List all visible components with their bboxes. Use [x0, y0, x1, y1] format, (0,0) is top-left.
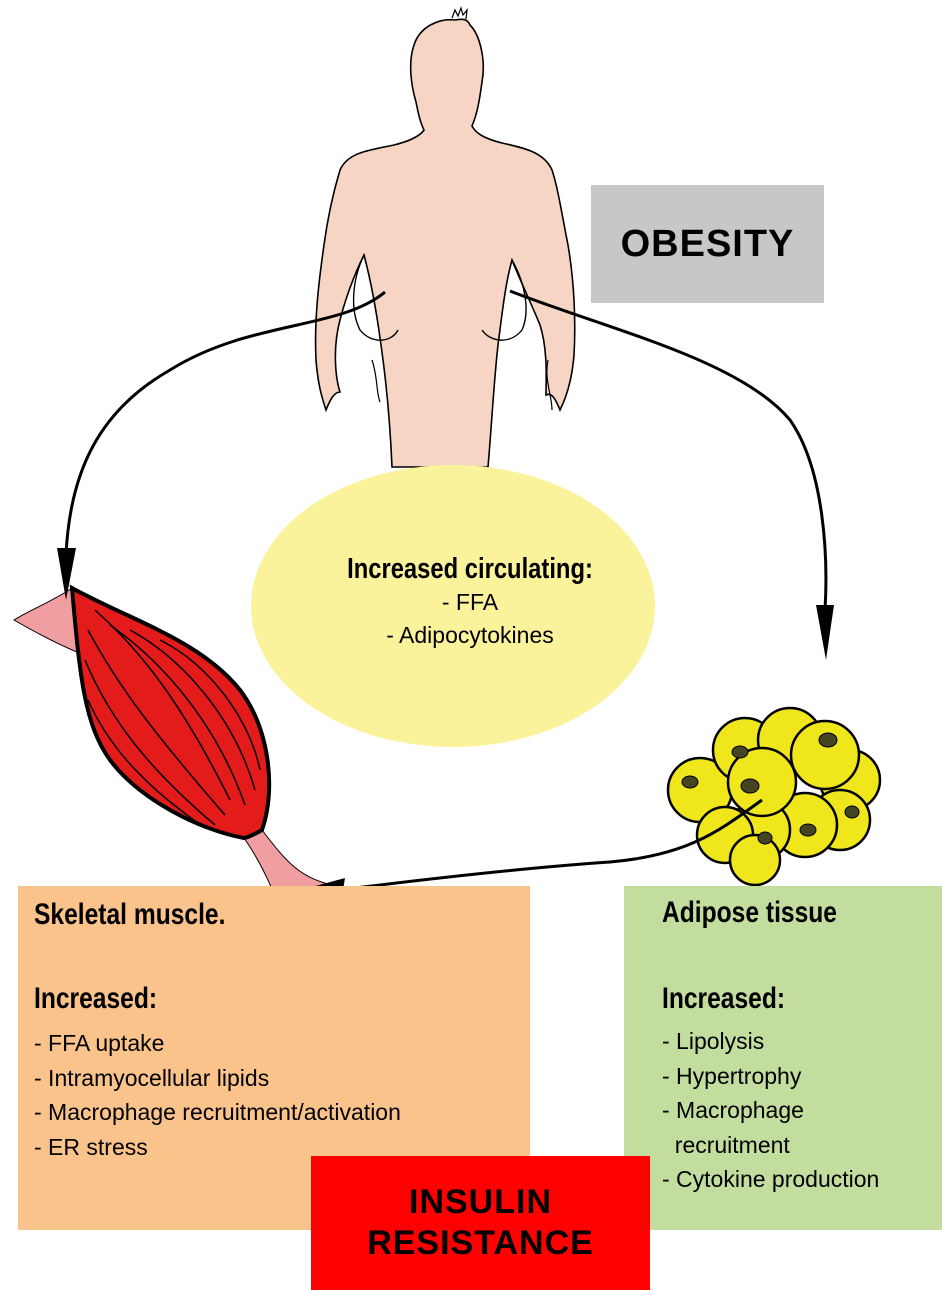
human-figure-icon: [316, 8, 575, 467]
circulating-item: - FFA: [270, 586, 670, 619]
list-item: - Macrophage recruitment/activation: [34, 1095, 401, 1130]
obesity-label-box: OBESITY: [591, 185, 824, 303]
circulating-text: Increased circulating: - FFA - Adipocyto…: [270, 553, 670, 652]
adipose-tissue-title: Adipose tissue: [662, 896, 837, 930]
adipose-cells-icon: [668, 708, 880, 885]
adipose-tissue-subtitle: Increased:: [662, 982, 785, 1016]
insulin-resistance-box: INSULIN RESISTANCE: [311, 1156, 650, 1290]
insulin-resistance-line2: RESISTANCE: [367, 1223, 594, 1264]
skeletal-muscle-list: - FFA uptake - Intramyocellular lipids -…: [34, 1026, 401, 1164]
skeletal-muscle-subtitle: Increased:: [34, 982, 157, 1016]
list-item: - Intramyocellular lipids: [34, 1061, 401, 1096]
list-item: - Hypertrophy: [662, 1059, 879, 1094]
adipose-tissue-box: Adipose tissue Increased: - Lipolysis - …: [624, 886, 942, 1230]
circulating-title: Increased circulating:: [306, 553, 634, 586]
list-item: - FFA uptake: [34, 1026, 401, 1061]
insulin-resistance-line1: INSULIN: [409, 1182, 552, 1223]
adipose-tissue-list: - Lipolysis - Hypertrophy - Macrophage r…: [662, 1024, 879, 1197]
list-item: - Cytokine production: [662, 1162, 879, 1197]
obesity-label: OBESITY: [621, 223, 795, 266]
list-item: recruitment: [662, 1128, 879, 1163]
skeletal-muscle-title: Skeletal muscle.: [34, 898, 225, 932]
list-item: - Macrophage: [662, 1093, 879, 1128]
circulating-item: - Adipocytokines: [270, 619, 670, 652]
list-item: - Lipolysis: [662, 1024, 879, 1059]
